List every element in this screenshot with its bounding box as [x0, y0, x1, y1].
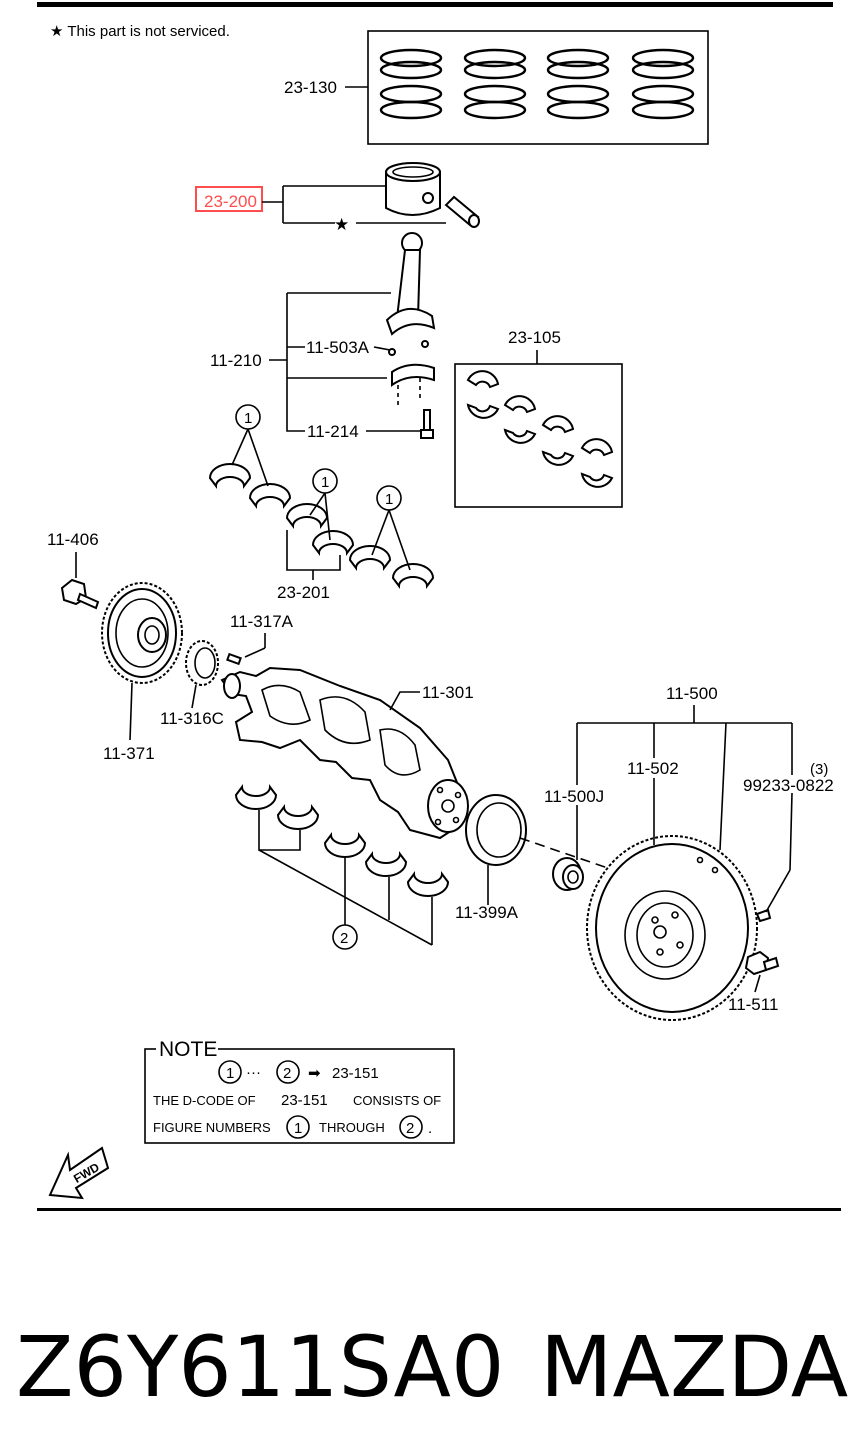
svg-text:1: 1: [226, 1065, 234, 1082]
bottom-divider: [37, 1208, 841, 1211]
svg-text:THE D-CODE OF: THE D-CODE OF: [153, 1093, 256, 1108]
dowel-pin-icon: [755, 908, 772, 923]
piston-icon: [385, 162, 441, 216]
label-99233-0822[interactable]: 99233-0822: [743, 776, 834, 795]
svg-text:CONSISTS OF: CONSISTS OF: [353, 1093, 441, 1108]
rod-bearings-icon: [466, 370, 614, 488]
pilot-bearing-icon: [552, 857, 584, 891]
label-11-301[interactable]: 11-301: [422, 683, 474, 702]
qty-label: (3): [810, 761, 828, 778]
note-arrow-icon: ➡: [308, 1065, 321, 1082]
note-circle-1: [218, 1060, 242, 1084]
header-note: ★ This part is not serviced.: [50, 23, 230, 40]
note-circle-2b: [399, 1115, 423, 1139]
svg-text:2: 2: [340, 930, 348, 947]
main-bearings-upper-icon: [208, 463, 435, 589]
piston-pin-icon: [444, 195, 480, 228]
pulley-bolt-icon: [60, 578, 100, 610]
label-11-399A[interactable]: 11-399A: [455, 903, 519, 922]
note-title: NOTE: [159, 1038, 217, 1061]
flywheel-bolt-icon: [744, 950, 780, 976]
label-23-200[interactable]: 23-200: [204, 192, 257, 211]
piston-ring-box: [367, 30, 709, 145]
label-11-317A[interactable]: 11-317A: [230, 612, 294, 631]
svg-text:FIGURE NUMBERS: FIGURE NUMBERS: [153, 1120, 271, 1135]
rod-bearing-box: [454, 363, 623, 508]
rod-bolt-icon: [388, 340, 434, 439]
label-23-201[interactable]: 23-201: [277, 583, 330, 602]
label-11-371[interactable]: 11-371: [103, 744, 155, 763]
note-code: 23-151: [332, 1065, 379, 1082]
svg-text:1: 1: [321, 474, 329, 491]
svg-text:···: ···: [246, 1064, 261, 1081]
part-number: Z6Y611SA0: [16, 1318, 504, 1416]
fwd-arrow-icon: FWD: [48, 1146, 110, 1200]
label-11-500J[interactable]: 11-500J: [544, 787, 604, 806]
note-circle-2: [276, 1060, 300, 1084]
label-23-105[interactable]: 23-105: [508, 328, 561, 347]
woodruff-key-icon: [226, 652, 242, 666]
label-11-500[interactable]: 11-500: [666, 684, 718, 703]
main-bearings-lower-icon: [234, 784, 450, 897]
label-11-511[interactable]: 11-511: [728, 995, 778, 1014]
star-not-serviced: ★: [334, 215, 349, 234]
flywheel-icon: [586, 835, 758, 1021]
rear-oil-seal-icon: [465, 794, 527, 866]
crank-gear-icon: [185, 640, 219, 686]
brand-name: MAZDA: [540, 1318, 848, 1416]
label-11-406[interactable]: 11-406: [47, 530, 99, 549]
label-23-130[interactable]: 23-130: [284, 78, 337, 97]
note-box: [144, 1048, 455, 1144]
top-border: [37, 2, 833, 7]
highlight-box-23-200: [195, 186, 263, 212]
crank-pulley-icon: [101, 582, 183, 684]
svg-text:1: 1: [385, 491, 393, 508]
crankshaft-icon: [220, 666, 469, 840]
label-11-214[interactable]: 11-214: [307, 422, 359, 441]
svg-text:2: 2: [406, 1120, 414, 1137]
svg-text:1: 1: [244, 410, 252, 427]
label-11-502[interactable]: 11-502: [627, 759, 679, 778]
connecting-rod-icon: [385, 232, 436, 405]
svg-text:.: .: [428, 1120, 432, 1137]
svg-text:23-151: 23-151: [281, 1092, 328, 1109]
svg-text:2: 2: [283, 1065, 291, 1082]
svg-text:1: 1: [294, 1120, 302, 1137]
circle-2: [332, 924, 358, 950]
note-circle-1b: [286, 1115, 310, 1139]
svg-text:THROUGH: THROUGH: [319, 1120, 385, 1135]
label-11-316C[interactable]: 11-316C: [160, 709, 224, 728]
piston-rings-icon: [379, 48, 695, 120]
label-11-210[interactable]: 11-210: [210, 351, 262, 370]
label-11-503A[interactable]: 11-503A: [306, 338, 370, 357]
